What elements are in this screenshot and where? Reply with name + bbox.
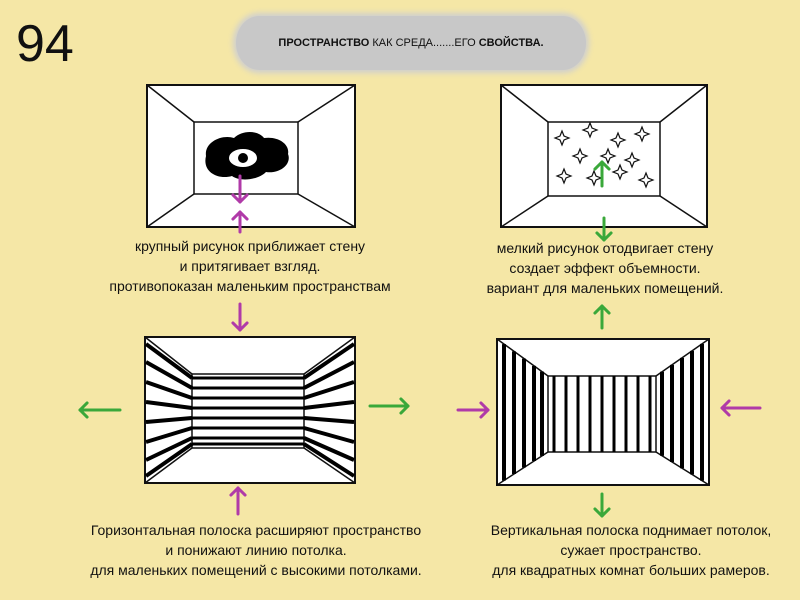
star-icon [571, 147, 589, 165]
stripe [303, 360, 355, 390]
stars-pattern [553, 121, 655, 189]
caption-vertical-stripes: Вертикальная полоска поднимает потолок, … [466, 520, 796, 580]
stripe [302, 342, 356, 380]
arrow-up-green-icon [593, 304, 611, 330]
stripe [145, 360, 193, 390]
star-icon [611, 163, 629, 181]
arrow-up-purple-icon [231, 210, 249, 234]
star-icon [555, 167, 573, 185]
caption-large-pattern: крупный рисунок приближает стену и притя… [80, 236, 420, 296]
stripe [145, 436, 193, 462]
stripe [145, 380, 193, 400]
caption-line: мелкий рисунок отодвигает стену [496, 240, 714, 256]
arrow-down-purple-icon [231, 302, 249, 332]
arrow-left-purple-icon [720, 399, 762, 417]
stripe [303, 380, 355, 400]
star-icon [633, 125, 651, 143]
room-small-pattern [500, 84, 708, 228]
stripe [145, 426, 193, 444]
arrow-up-purple-icon [229, 486, 247, 516]
title-part-2: КАК СРЕДА.......ЕГО [372, 37, 476, 49]
stripe [145, 400, 193, 410]
arrow-up-green-icon [593, 160, 611, 188]
star-icon [623, 151, 641, 169]
title-part-1: ПРОСТРАНСТВО [278, 37, 370, 49]
room-vertical-stripes [496, 338, 710, 486]
caption-line: сужает пространство. [560, 542, 702, 558]
caption-line: Горизонтальная полоска расширяют простра… [90, 522, 422, 538]
caption-line: для маленьких помещений с высокими потол… [90, 562, 422, 578]
star-icon [553, 129, 571, 147]
stripe [303, 416, 355, 424]
caption-line: Вертикальная полоска поднимает потолок, [490, 522, 772, 538]
title-part-3: СВОЙСТВА. [478, 37, 544, 49]
caption-line: вариант для маленьких помещений. [486, 280, 724, 296]
caption-small-pattern: мелкий рисунок отодвигает стену создает … [440, 238, 770, 298]
arrow-right-purple-icon [456, 401, 490, 419]
arrow-down-green-icon [595, 216, 613, 242]
stripe [302, 442, 356, 478]
star-icon [581, 121, 599, 139]
arrow-down-purple-icon [231, 174, 249, 204]
vertical-stripes-pattern [502, 343, 704, 481]
horizontal-stripes-pattern [144, 342, 356, 478]
stripe [144, 342, 194, 380]
stripe [303, 436, 355, 462]
caption-line: и понижают линию потолка. [165, 542, 347, 558]
arrow-left-green-icon [78, 401, 122, 419]
star-icon [609, 131, 627, 149]
stripe [145, 416, 193, 424]
caption-line: для квадратных комнат больших рамеров. [492, 562, 770, 578]
stripe [144, 442, 194, 478]
stripe [303, 426, 355, 444]
caption-line: и притягивает взгляд. [179, 258, 321, 274]
caption-line: крупный рисунок приближает стену [134, 238, 366, 254]
eye-blob-icon [205, 132, 289, 180]
room-large-pattern [146, 84, 356, 228]
page-title: ПРОСТРАНСТВО КАК СРЕДА.......ЕГО СВОЙСТВ… [236, 16, 586, 70]
caption-horizontal-stripes: Горизонтальная полоска расширяют простра… [58, 520, 454, 580]
arrow-right-green-icon [368, 397, 410, 415]
page-number: 94 [16, 15, 74, 73]
room-horizontal-stripes [144, 336, 356, 484]
star-icon [585, 169, 603, 187]
arrow-down-green-icon [593, 492, 611, 518]
caption-line: создает эффект объемности. [509, 260, 701, 276]
star-icon [637, 171, 655, 189]
caption-line: противопоказан маленьким пространствам [109, 278, 391, 294]
stripe [303, 400, 355, 410]
star-icon [599, 147, 617, 165]
